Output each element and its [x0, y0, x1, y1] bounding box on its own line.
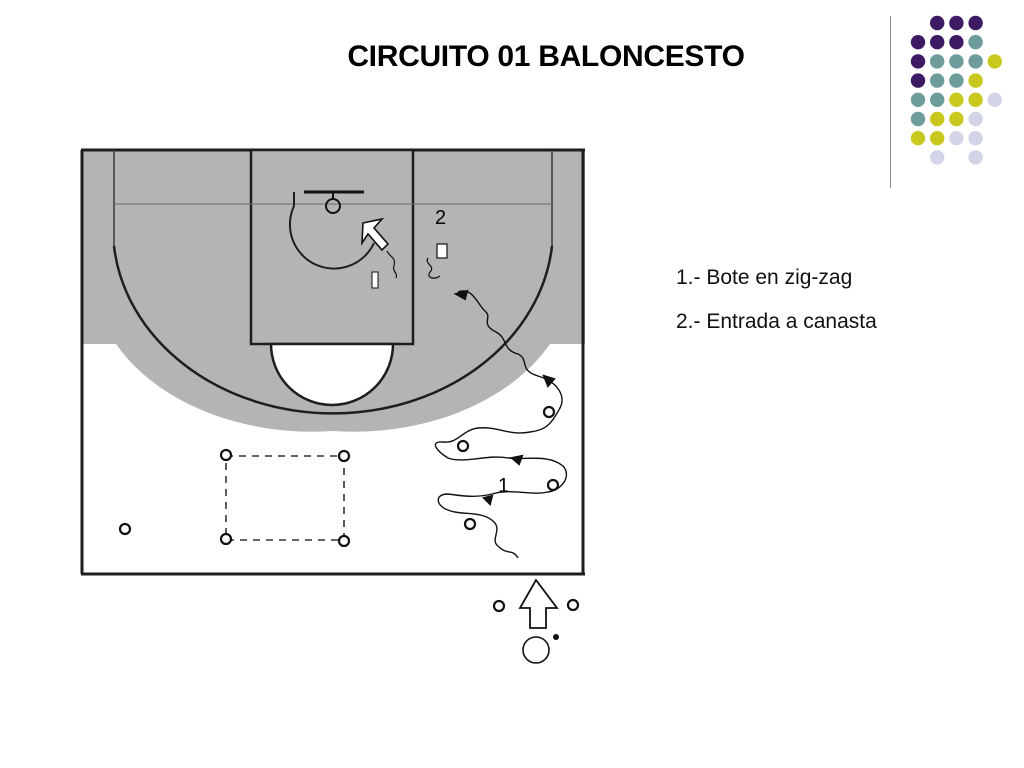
hatched-zone	[225, 455, 345, 541]
legend-item-zigzag: 1.- Bote en zig-zag	[676, 266, 853, 289]
cone-icon	[337, 449, 351, 463]
station-label-1: 1	[498, 475, 509, 497]
zigzag-dribble-path	[434, 290, 568, 559]
player-marker	[482, 494, 494, 506]
cone-icon	[456, 439, 470, 453]
free-throw-circle	[269, 342, 395, 407]
cone-icon	[219, 448, 233, 462]
layup-arrow-icon	[361, 217, 390, 252]
cone-icon	[463, 517, 477, 531]
decorative-dot	[910, 54, 926, 69]
cone-icon	[337, 534, 351, 548]
player-icon	[522, 636, 550, 664]
decorative-dot	[987, 54, 1002, 69]
decorative-dot	[910, 111, 926, 127]
decorative-dot	[968, 15, 983, 31]
basketball-court-diagram: 2 1	[78, 146, 590, 681]
cone-marker-small	[436, 243, 448, 259]
paint-key	[249, 148, 415, 346]
decorative-dot	[910, 35, 926, 50]
decorative-dot	[949, 35, 964, 50]
cone-icon	[542, 405, 556, 419]
restricted-area-arc	[288, 192, 375, 270]
decorative-dot	[949, 73, 964, 88]
decorative-dot	[968, 35, 983, 50]
decorative-dot	[930, 73, 945, 88]
cone-icon	[118, 522, 132, 536]
layup-approach-path	[426, 257, 441, 279]
decorative-dot	[949, 92, 964, 108]
layup-dribble-path	[386, 250, 398, 279]
cone-icon	[492, 599, 506, 613]
decorative-dot	[968, 73, 983, 88]
cone-marker-small	[371, 271, 379, 289]
decorative-dot	[930, 54, 945, 69]
exercise-legend: 1.- Bote en zig-zag 2.- Entrada a canast…	[676, 264, 877, 352]
court-svg: 2 1	[80, 148, 585, 664]
decorative-dot	[930, 92, 945, 108]
slide-title: CIRCUITO 01 BALONCESTO	[347, 40, 745, 73]
decorative-dot	[987, 92, 1002, 108]
decorative-dot	[949, 131, 964, 146]
decorative-dot	[949, 111, 964, 127]
player-marker	[509, 454, 524, 466]
legend-item-layup: 2.- Entrada a canasta	[676, 310, 877, 333]
player-marker	[453, 289, 469, 301]
ball-icon	[553, 634, 559, 640]
decorative-dot	[949, 54, 964, 69]
decorative-dot	[968, 111, 983, 127]
cone-icon	[566, 598, 580, 612]
player-marker	[542, 374, 556, 388]
decorative-dot	[968, 92, 983, 108]
decorative-dot	[930, 150, 945, 165]
decorative-dot	[930, 35, 945, 50]
decorative-dot	[968, 131, 983, 146]
decorative-dot	[968, 54, 983, 69]
decorative-dot	[910, 131, 926, 146]
decorative-dot	[910, 92, 926, 108]
decorative-dot	[910, 73, 926, 88]
three-point-arc	[112, 245, 554, 415]
cone-icon	[219, 532, 233, 546]
cone-icon	[546, 478, 560, 492]
decorative-dot	[968, 150, 983, 165]
decorative-dot	[949, 15, 964, 31]
station-label-2: 2	[435, 207, 446, 229]
hoop	[325, 198, 341, 214]
decorative-dot	[930, 131, 945, 146]
decorative-dot	[930, 111, 945, 127]
title-divider-line	[890, 16, 891, 188]
start-direction-arrow-icon	[518, 578, 559, 629]
decorative-dot	[930, 15, 945, 31]
